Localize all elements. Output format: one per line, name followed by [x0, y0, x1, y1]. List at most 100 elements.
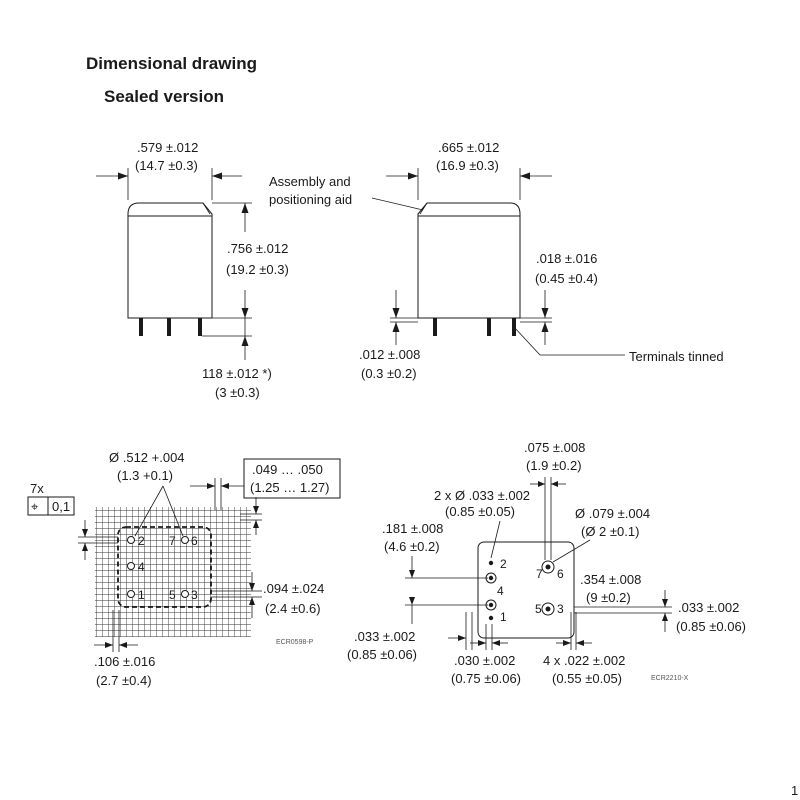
hole-big-in: Ø .079 ±.004	[575, 506, 650, 521]
right-dim-in: .033 ±.002	[678, 600, 739, 615]
left-dim-mm: (4.6 ±0.2)	[384, 539, 440, 554]
pcb-edge-mm: (2.7 ±0.4)	[96, 673, 152, 688]
pcb-pin-5: 5	[169, 588, 176, 602]
hole2x-mm: (0.85 ±0.05)	[445, 504, 515, 519]
grid-pitch-box	[243, 458, 341, 499]
terminals-leader	[513, 326, 625, 356]
width-dimension	[96, 168, 242, 200]
terminals-label: Terminals tinned	[629, 349, 724, 364]
left-dim-in: .181 ±.008	[382, 521, 443, 536]
standoff-dimension	[390, 290, 418, 345]
position-count: 7x	[30, 481, 44, 496]
mid-dim-mm: (9 ±0.2)	[586, 590, 631, 605]
br-dim-mm: (0.55 ±0.05)	[552, 671, 622, 686]
bottom-view: 2 7 6 4 1 5 3 .075 ±.008 (1.9 ±0.2) 2 x …	[347, 440, 746, 686]
assembly-aid-label-1: Assembly and	[269, 174, 351, 189]
position-tol-cell	[47, 496, 75, 516]
pcb-holes	[127, 536, 189, 598]
pcb-pin-7: 7	[169, 534, 176, 548]
side-width-in: .665 ±.012	[438, 140, 499, 155]
bottom-left-dimension	[448, 612, 473, 650]
side-width-dimension	[386, 168, 552, 200]
right-dimension	[574, 590, 672, 632]
aid-edge	[202, 202, 211, 215]
standoff-in: .012 ±.008	[359, 347, 420, 362]
assembly-aid-label-2: positioning aid	[269, 192, 352, 207]
grid-pitch-in: .049 … .050	[252, 462, 323, 477]
front-height-in: .756 ±.012	[227, 241, 288, 256]
br-dim-in: 4 x .022 ±.002	[543, 653, 625, 668]
gap-in: .018 ±.016	[536, 251, 597, 266]
hole-dia-mm: (1.3 +0.1)	[117, 468, 173, 483]
grid-pitch-dimension	[190, 478, 262, 535]
front-pins	[139, 318, 202, 336]
bottom-pin-2: 2	[500, 557, 507, 571]
standoff-mm: (0.3 ±0.2)	[361, 366, 417, 381]
side-view: .665 ±.012 (16.9 ±0.3) Assembly and posi…	[269, 140, 724, 381]
top-pitch-mm: (1.9 ±0.2)	[526, 458, 582, 473]
side-aid-edge	[419, 202, 428, 215]
front-width-in: .579 ±.012	[137, 140, 198, 155]
pcb-pitch-in: .094 ±.024	[263, 581, 324, 596]
pcb-layout: 2 7 6 4 1 5 3 Ø .512 +.004 (1.3 +0.1) .0…	[27, 450, 341, 688]
top-pitch-in: .075 ±.008	[524, 440, 585, 455]
pcb-pin-1: 1	[138, 588, 145, 602]
gap-mm: (0.45 ±0.4)	[535, 271, 598, 286]
bm-dim-mm: (0.75 ±0.06)	[451, 671, 521, 686]
side-width-mm: (16.9 ±0.3)	[436, 158, 499, 173]
bl-dim-in: .033 ±.002	[354, 629, 415, 644]
bottom-pin-7: 7	[536, 567, 543, 581]
page-mark: 1	[791, 783, 798, 798]
grid-pitch-mm: (1.25 … 1.27)	[250, 480, 330, 495]
bm-dim-in: .030 ±.002	[454, 653, 515, 668]
mid-dim-in: .354 ±.008	[580, 572, 641, 587]
hole-big-mm: (Ø 2 ±0.1)	[581, 524, 639, 539]
pin-length-in: 118 ±.012 *)	[202, 366, 272, 381]
pcb-left-dimension	[78, 520, 118, 560]
pcb-drawing-code: ECR0598-P	[276, 639, 314, 646]
bottom-right-dimension	[556, 612, 592, 650]
assembly-aid-leader	[371, 197, 424, 211]
relay-body-front	[127, 202, 213, 319]
gap-dimension	[520, 290, 552, 345]
pcb-edge-dimension	[94, 610, 138, 652]
relay-bottom-outline	[477, 541, 575, 639]
front-height-mm: (19.2 ±0.3)	[226, 262, 289, 277]
top-pitch-dimension	[530, 477, 566, 560]
drawing-subtitle: Sealed version	[104, 87, 225, 106]
bottom-pin-4: 4	[497, 584, 504, 598]
pcb-pin-2: 2	[138, 534, 145, 548]
front-view: .579 ±.012 (14.7 ±0.3) .756 ±.012 (19.2 …	[96, 140, 289, 400]
pcb-pitch-dimension	[211, 572, 262, 618]
pin-length-dimension	[202, 318, 252, 360]
position-symbol: ⌖	[31, 499, 39, 514]
height-dimension	[212, 202, 252, 319]
pcb-pin-3: 3	[191, 588, 198, 602]
hole2x-in: 2 x Ø .033 ±.002	[434, 488, 530, 503]
pcb-pitch-mm: (2.4 ±0.6)	[265, 601, 321, 616]
bl-dim-mm: (0.85 ±0.06)	[347, 647, 417, 662]
drawing-title: Dimensional drawing	[86, 54, 257, 73]
pin-length-mm: (3 ±0.3)	[215, 385, 260, 400]
bottom-pin-6: 6	[557, 567, 564, 581]
hole-dia-in: Ø .512 +.004	[109, 450, 185, 465]
pcb-pin-4: 4	[138, 560, 145, 574]
position-tol: 0,1	[52, 499, 70, 514]
relay-body-side	[417, 202, 521, 319]
side-pins	[433, 318, 516, 336]
bottom-mid-dimension	[470, 624, 508, 650]
bottom-pin-1: 1	[500, 610, 507, 624]
hole-big-leader	[552, 539, 591, 563]
hole-leader-b	[162, 485, 184, 537]
hole2x-leader	[490, 520, 501, 559]
bottom-pin-5: 5	[535, 602, 542, 616]
bottom-pin-3: 3	[557, 602, 564, 616]
hole-leader-a	[134, 485, 164, 537]
front-width-mm: (14.7 ±0.3)	[135, 158, 198, 173]
pcb-pin-6: 6	[191, 534, 198, 548]
right-dim-mm: (0.85 ±0.06)	[676, 619, 746, 634]
pcb-edge-in: .106 ±.016	[94, 654, 155, 669]
left-dimension	[405, 556, 488, 624]
bottom-drawing-code: ECR2210-X	[651, 675, 689, 682]
